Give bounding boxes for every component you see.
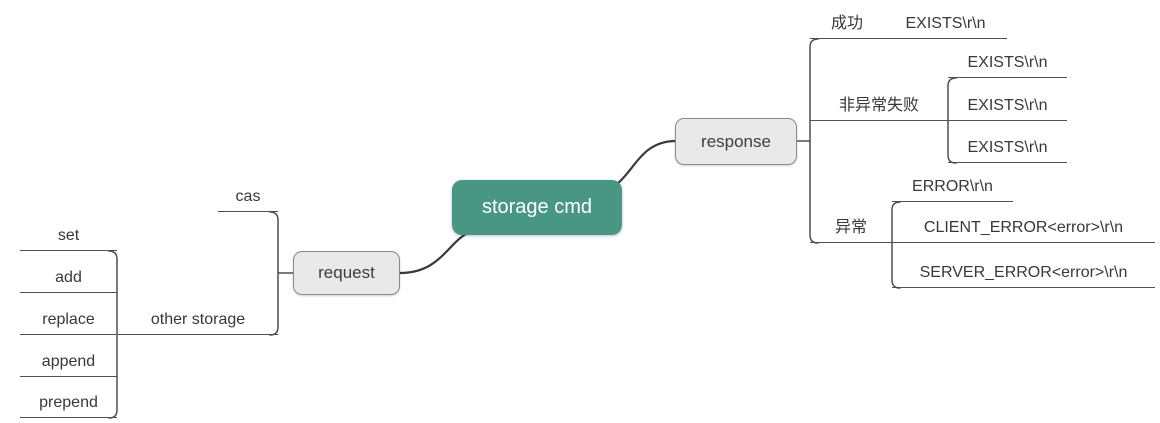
topic-exception[interactable]: 异常	[810, 213, 892, 243]
topic-non-exception-exists-3[interactable]: EXISTS\r\n	[948, 133, 1067, 163]
root-node-storage-cmd[interactable]: storage cmd	[452, 180, 622, 235]
topic-other-storage[interactable]: other storage	[118, 305, 278, 335]
topic-append[interactable]: append	[20, 347, 117, 377]
topic-set[interactable]: set	[20, 221, 117, 251]
topic-prepend[interactable]: prepend	[20, 388, 117, 418]
topic-exception-server-error[interactable]: SERVER_ERROR<error>\r\n	[892, 258, 1155, 288]
response-node-label: response	[701, 131, 771, 151]
topic-success-exists[interactable]: EXISTS\r\n	[884, 9, 1007, 39]
topic-exception-error[interactable]: ERROR\r\n	[892, 172, 1013, 202]
response-node[interactable]: response	[675, 118, 797, 165]
topic-exception-client-error[interactable]: CLIENT_ERROR<error>\r\n	[892, 213, 1155, 243]
topic-non-exception-failure[interactable]: 非异常失败	[810, 91, 948, 121]
curve-root-to-request	[398, 229, 474, 275]
request-node-label: request	[318, 263, 375, 282]
topic-non-exception-exists-1[interactable]: EXISTS\r\n	[948, 48, 1067, 78]
topic-cas[interactable]: cas	[218, 182, 278, 212]
topic-add[interactable]: add	[20, 263, 117, 293]
root-node-label: storage cmd	[481, 196, 593, 218]
topic-replace[interactable]: replace	[20, 305, 117, 335]
request-node[interactable]: request	[293, 251, 400, 295]
topic-non-exception-exists-2[interactable]: EXISTS\r\n	[948, 91, 1067, 121]
topic-success[interactable]: 成功	[810, 9, 884, 39]
